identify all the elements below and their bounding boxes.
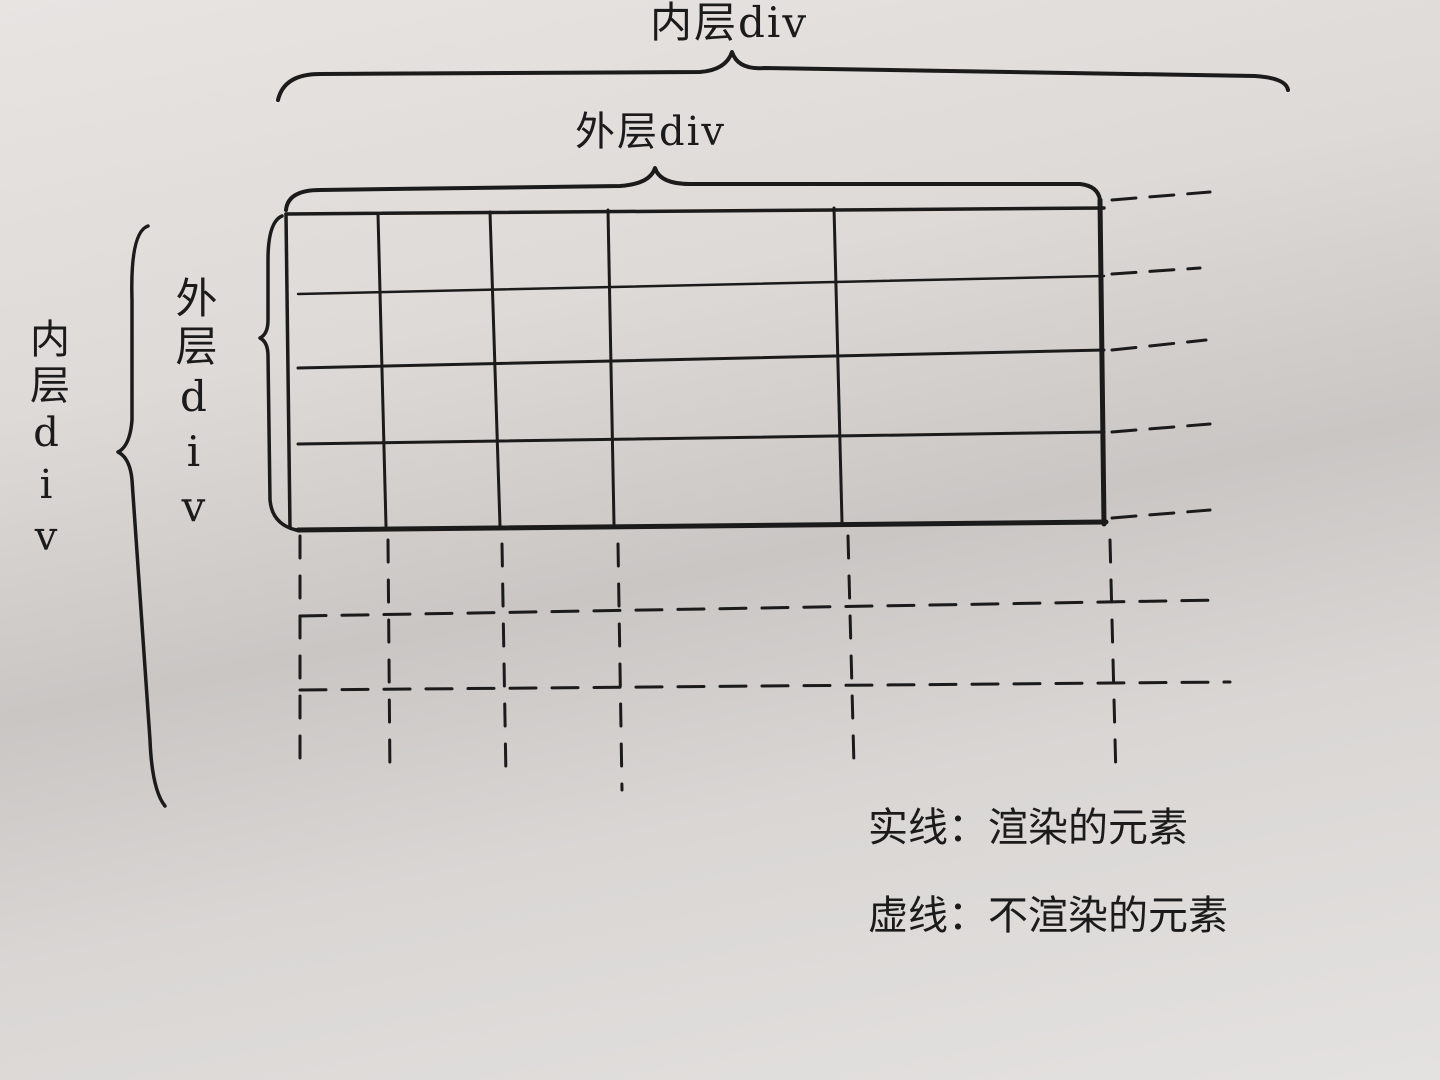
hidden-col-line-1	[386, 538, 392, 780]
rendered-col-line-4	[832, 206, 844, 524]
hidden-rows	[298, 598, 1232, 692]
hidden-col-line-3	[616, 542, 624, 792]
hidden-col-line-2	[500, 542, 508, 780]
hidden-right-extensions	[1110, 190, 1212, 520]
hidden-ext-line-1	[1110, 190, 1212, 202]
label-top-inner-div: 内层div	[650, 0, 809, 47]
hidden-row-line-1	[298, 598, 1222, 618]
brace-left-outer	[258, 214, 298, 532]
rendered-row-line-3	[296, 430, 1106, 446]
hidden-ext-line-4	[1110, 422, 1212, 434]
rendered-border-bottom	[295, 519, 1109, 533]
rendered-col-line-1	[376, 212, 388, 528]
label-top-outer-div: 外层div	[575, 109, 726, 155]
rendered-row-line-2	[296, 348, 1106, 370]
label-left-outer-div: 外层div	[169, 276, 218, 537]
hidden-col-line-4	[846, 534, 856, 768]
legend-dashed: 虚线：不渲染的元素	[868, 893, 1228, 939]
legend: 实线：渲染的元素 虚线：不渲染的元素	[868, 808, 1228, 984]
hidden-ext-line-3	[1110, 338, 1208, 352]
rendered-col-line-3	[606, 208, 616, 526]
label-left-inner-div: 内层div	[23, 318, 69, 566]
rendered-col-line-2	[488, 210, 502, 528]
brace-left-inner	[116, 224, 167, 808]
rendered-row-line-1	[296, 274, 1106, 296]
brace-top-outer	[284, 166, 1102, 212]
brace-top-inner	[276, 50, 1290, 102]
legend-solid: 实线：渲染的元素	[868, 805, 1188, 851]
hidden-ext-line-2	[1110, 266, 1202, 276]
hidden-ext-line-5	[1110, 508, 1212, 520]
hidden-cols	[298, 534, 1118, 792]
rendered-border-left	[284, 212, 292, 530]
rendered-border-right	[1097, 197, 1107, 527]
hidden-row-line-2	[298, 680, 1232, 692]
rendered-border-top	[284, 206, 1106, 216]
hidden-col-line-5	[1108, 538, 1118, 780]
